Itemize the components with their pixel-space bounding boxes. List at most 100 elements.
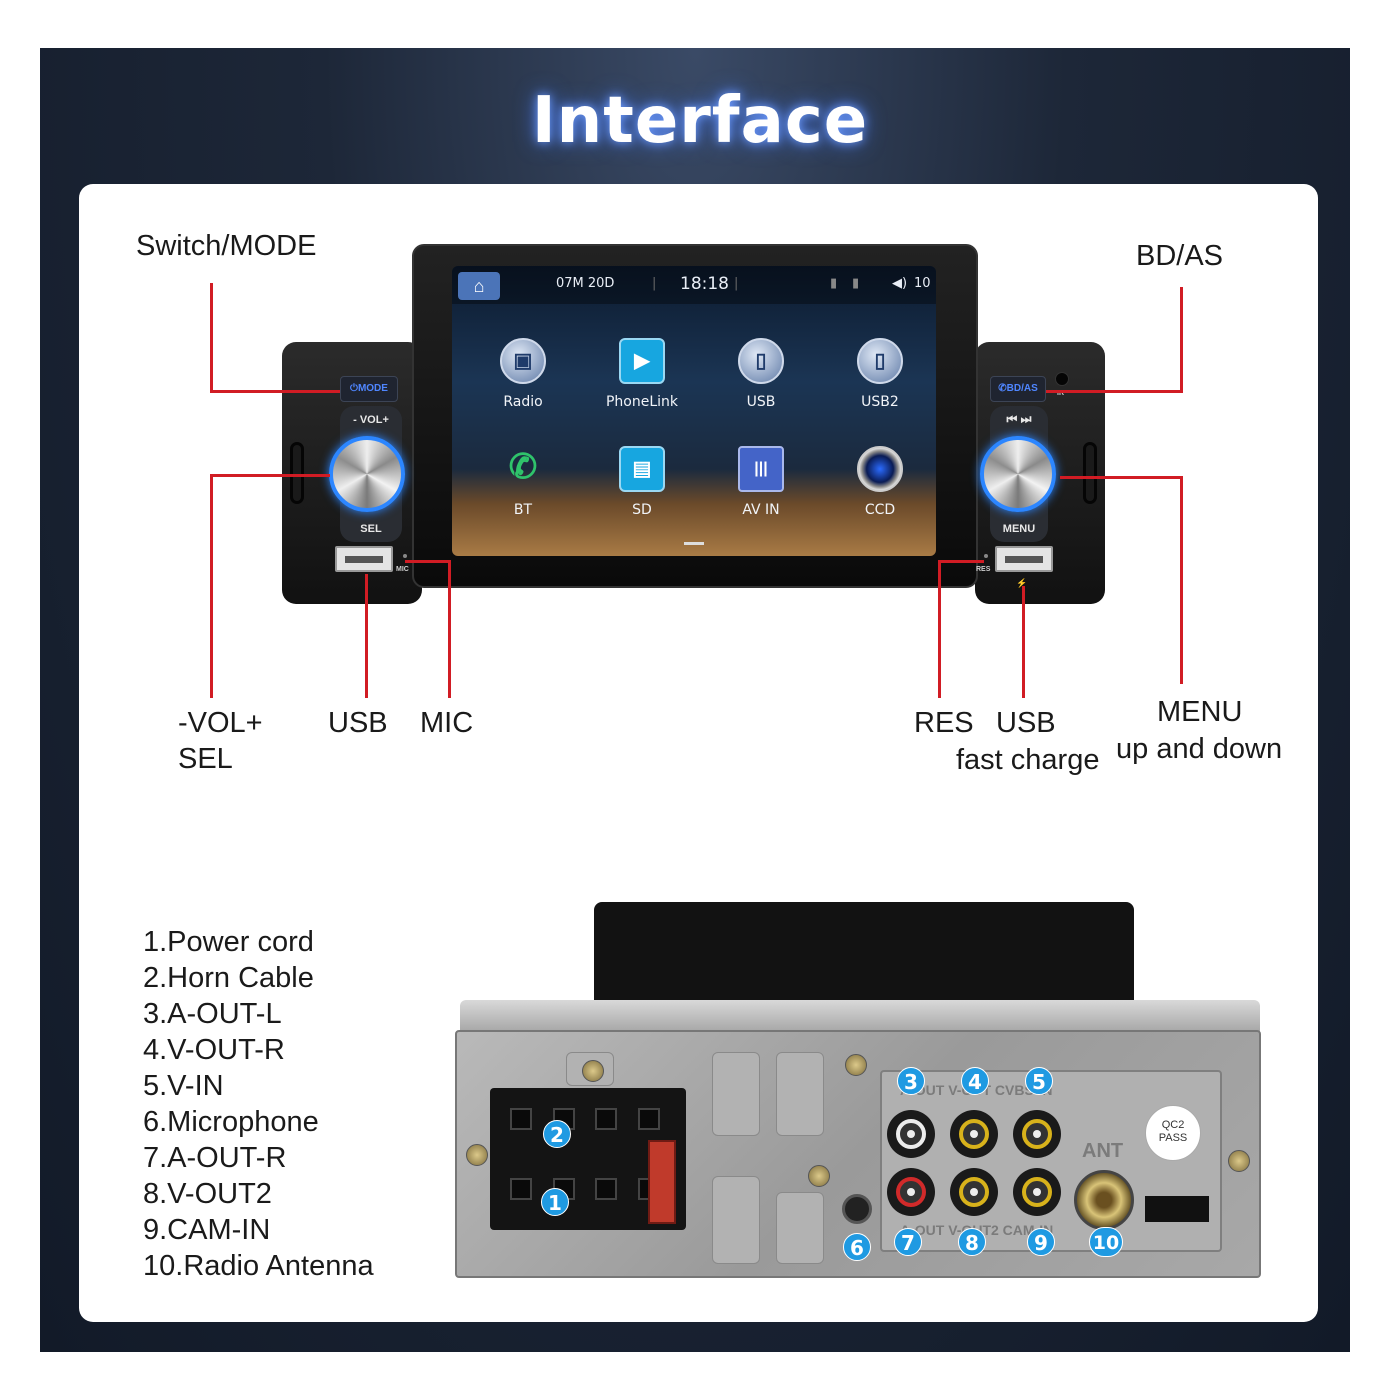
sd-status-icon: ▮ (830, 276, 838, 291)
app-sd[interactable]: ▤ SD (587, 446, 697, 518)
app-label: AV IN (742, 502, 780, 518)
callout-line (365, 574, 368, 698)
legend-item: 10.Radio Antenna (143, 1250, 374, 1282)
volume-level: 10 (914, 276, 931, 291)
callout-sel: SEL (178, 743, 233, 775)
res-tiny-label: RES (976, 566, 991, 573)
phone-icon: ✆ (998, 383, 1007, 394)
callout-usb-left: USB (328, 707, 388, 739)
bd-as-button-label: BD/AS (1006, 383, 1038, 394)
app-radio[interactable]: ▣ Radio (468, 338, 578, 410)
mic-tiny-label: MIC (396, 566, 409, 573)
callout-vol: -VOL+ (178, 707, 263, 739)
left-mount-slot (290, 442, 304, 504)
chassis-groove (776, 1052, 824, 1136)
callout-line (210, 390, 340, 393)
usb-port-left[interactable] (335, 546, 393, 572)
callout-line (210, 474, 213, 698)
barcode-label (1145, 1196, 1209, 1222)
chassis-groove (776, 1192, 824, 1264)
app-label: USB2 (861, 394, 899, 410)
home-icon[interactable]: ⌂ (458, 272, 500, 300)
marker-3: 3 (897, 1067, 925, 1095)
power-cord-pins (510, 1178, 660, 1222)
legend-item: 7.A-OUT-R (143, 1142, 287, 1174)
callout-line (405, 560, 451, 563)
app-label: USB (746, 394, 776, 410)
callout-line (938, 560, 941, 698)
v-out2-jack[interactable] (950, 1168, 998, 1216)
menu-label: MENU (1002, 523, 1036, 535)
radio-icon: ▣ (500, 338, 546, 384)
callout-res: RES (914, 707, 974, 739)
callout-line (938, 560, 984, 563)
callout-up-down: up and down (1116, 733, 1283, 765)
callout-line (1022, 586, 1025, 698)
sd-card-icon: ▤ (619, 446, 665, 492)
radio-antenna-jack[interactable] (1074, 1170, 1134, 1230)
right-mount-slot (1083, 442, 1097, 504)
callout-line (210, 283, 213, 393)
callout-fast-charge: fast charge (956, 744, 1100, 776)
screw-icon (808, 1165, 830, 1187)
marker-9: 9 (1027, 1228, 1055, 1256)
clock-readout: 18:18 (680, 274, 729, 294)
skip-track-icon[interactable]: ⏮ ⏭ (1006, 412, 1032, 426)
app-ccd[interactable]: CCD (825, 446, 935, 518)
bd-as-button[interactable]: ✆BD/AS (990, 376, 1046, 402)
usb2-icon: ▯ (857, 338, 903, 384)
legend-item: 9.CAM-IN (143, 1214, 271, 1246)
marker-6: 6 (843, 1233, 871, 1261)
screw-icon (845, 1054, 867, 1076)
mic-hole (403, 554, 407, 558)
app-label: Radio (503, 394, 543, 410)
date-readout: 07M 20D (556, 276, 615, 291)
a-out-r-jack[interactable] (887, 1168, 935, 1216)
app-usb2[interactable]: ▯ USB2 (825, 338, 935, 410)
callout-line (1180, 287, 1183, 393)
app-phonelink[interactable]: ▶ PhoneLink (587, 338, 697, 410)
callout-switch-mode: Switch/MODE (136, 230, 317, 262)
page-indicator (684, 542, 704, 545)
app-bt[interactable]: ✆ BT (468, 446, 578, 518)
marker-4: 4 (961, 1067, 989, 1095)
mode-button[interactable]: ⏻MODE (340, 376, 398, 402)
screw-icon (582, 1060, 604, 1082)
page-title: Interface (531, 84, 869, 158)
av-in-icon: ||| (738, 446, 784, 492)
usb-icon: ▯ (738, 338, 784, 384)
connector-legend: 1.Power cord 2.Horn Cable 3.A-OUT-L 4.V-… (143, 924, 374, 1284)
a-out-l-jack[interactable] (887, 1110, 935, 1158)
usb-port-right[interactable] (995, 546, 1053, 572)
app-av-in[interactable]: ||| AV IN (706, 446, 816, 518)
menu-knob[interactable] (980, 436, 1056, 512)
microphone-jack[interactable] (842, 1194, 872, 1224)
legend-item: 4.V-OUT-R (143, 1034, 285, 1066)
unit-front-panel-top (594, 902, 1134, 1012)
cam-in-jack[interactable] (1013, 1168, 1061, 1216)
reset-hole[interactable] (984, 554, 988, 558)
v-out-r-jack[interactable] (950, 1110, 998, 1158)
callout-line (1180, 476, 1183, 684)
callout-mic: MIC (420, 707, 474, 739)
v-in-jack[interactable] (1013, 1110, 1061, 1158)
marker-8: 8 (958, 1228, 986, 1256)
status-bar: ⌂ 07M 20D | 18:18 | ▮ ▮ ◀) 10 (452, 266, 936, 304)
horn-cable-pins (510, 1108, 660, 1152)
power-icon: ⏻ (350, 383, 358, 394)
callout-line (1046, 390, 1183, 393)
volume-knob[interactable] (329, 436, 405, 512)
volume-icon: ◀) (892, 276, 908, 291)
marker-1: 1 (541, 1188, 569, 1216)
touch-screen[interactable]: ⌂ 07M 20D | 18:18 | ▮ ▮ ◀) 10 ▣ Radio ▶ … (452, 266, 936, 556)
marker-5: 5 (1025, 1067, 1053, 1095)
phonelink-icon: ▶ (619, 338, 665, 384)
screw-icon (1228, 1150, 1250, 1172)
usb-status-icon: ▮ (852, 276, 860, 291)
divider-icon: | (734, 276, 739, 291)
chassis-groove (712, 1052, 760, 1136)
legend-item: 2.Horn Cable (143, 962, 314, 994)
phone-icon: ✆ (508, 448, 538, 486)
ir-tiny-label: IR (1057, 390, 1064, 397)
app-usb[interactable]: ▯ USB (706, 338, 816, 410)
